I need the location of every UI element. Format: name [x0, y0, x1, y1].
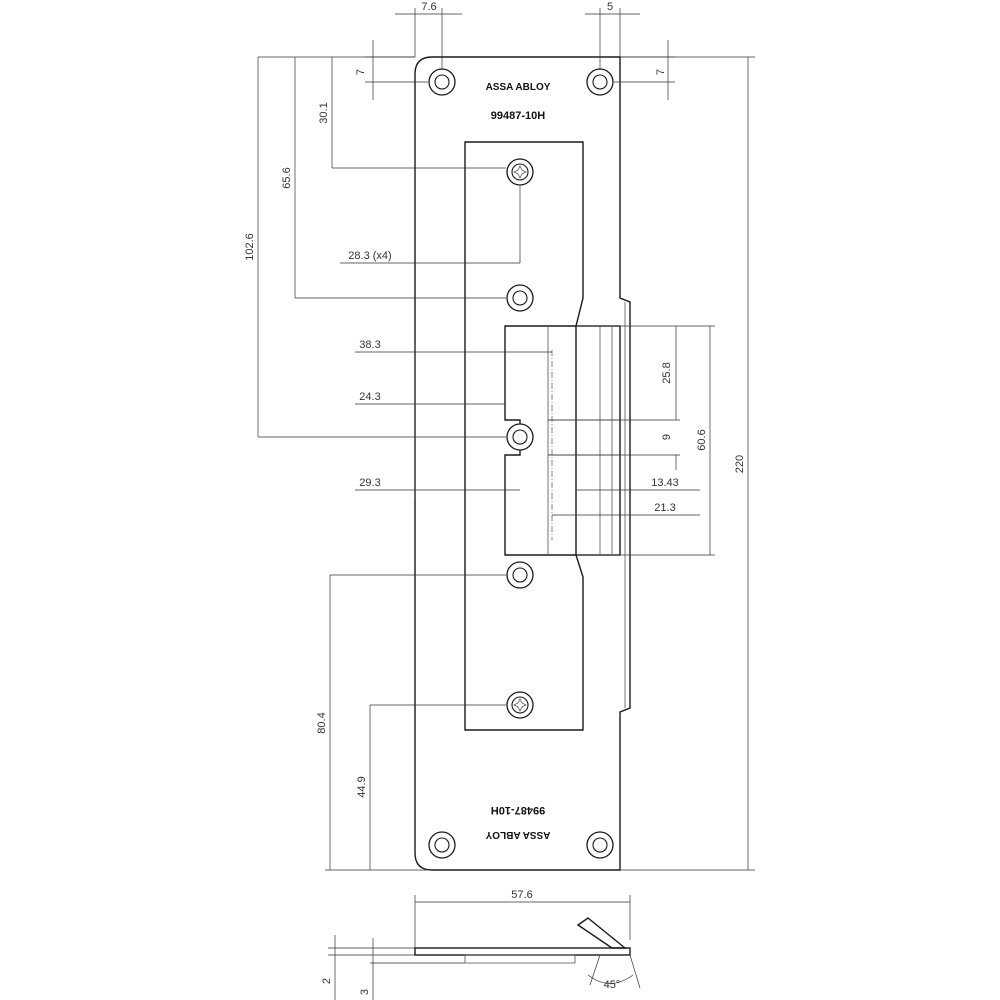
dimension-lines: [257, 8, 755, 1000]
latch-recess: [575, 325, 621, 556]
countersunk-hole-icon: [428, 831, 456, 859]
dim-plate-width: 57.6: [511, 889, 532, 901]
torx-screw-icon: [506, 158, 534, 186]
dim-left-hole-vertical: 7: [355, 69, 367, 75]
plate-outline: [414, 56, 631, 871]
dim-second-hole: 65.6: [281, 167, 293, 188]
countersunk-hole-icon: [586, 831, 614, 859]
inner-panel: [464, 141, 584, 731]
hole-second: [506, 284, 534, 312]
part-number-top: 99487-10H: [491, 110, 545, 122]
countersunk-hole-icon: [428, 68, 456, 96]
dim-latch-height-upper: 25.8: [661, 362, 673, 383]
dim-latch-notch: 24.3: [359, 391, 380, 403]
screw-bottom: [506, 691, 534, 719]
mounting-hole-bottom-right: [586, 831, 614, 859]
mounting-hole-top-right: [586, 68, 614, 96]
logo-top: ASSA ABLOY: [486, 82, 551, 93]
dim-lip-offset: 13.43: [651, 477, 679, 489]
dim-overall-height: 220: [734, 455, 746, 473]
dim-top-right-hole-offset: 5: [607, 1, 613, 13]
dimension-labels: 7.6 5 7 7 30.1 65.6 102.6 28.3 (x4) 38.3…: [244, 1, 746, 995]
dim-bottom-screw: 44.9: [356, 776, 368, 797]
mounting-hole-bottom-left: [428, 831, 456, 859]
dim-right-hole-vertical: 7: [655, 69, 667, 75]
part-number-bottom: 99487-10H: [491, 804, 545, 816]
hole-center: [506, 423, 534, 451]
dim-lip-angle: 45°: [604, 979, 621, 991]
dim-center-hole: 102.6: [244, 233, 256, 261]
countersunk-hole-icon: [506, 423, 534, 451]
mounting-hole-top-left: [428, 68, 456, 96]
dim-lip-depth: 21.3: [654, 502, 675, 514]
hole-lower: [506, 561, 534, 589]
countersunk-hole-icon: [586, 68, 614, 96]
countersunk-hole-icon: [506, 561, 534, 589]
dim-top-screw: 30.1: [318, 102, 330, 123]
dim-lower-hole: 80.4: [316, 712, 328, 733]
countersunk-hole-icon: [506, 284, 534, 312]
screw-top: [506, 158, 534, 186]
dim-thickness: 2: [321, 978, 333, 984]
dim-latch-total: 60.6: [696, 429, 708, 450]
dim-latch-gap: 9: [661, 434, 673, 440]
dim-edge-height: 3: [359, 989, 371, 995]
plate-front-view: [414, 56, 631, 871]
torx-screw-icon: [506, 691, 534, 719]
dim-latch-top: 38.3: [359, 339, 380, 351]
dim-hole-spacing: 28.3 (x4): [348, 250, 391, 262]
dim-top-left-hole-offset: 7.6: [421, 1, 436, 13]
dim-latch-lower: 29.3: [359, 477, 380, 489]
plate-side-view: [414, 917, 641, 989]
logo-bottom: ASSA ABLOY: [485, 829, 550, 840]
